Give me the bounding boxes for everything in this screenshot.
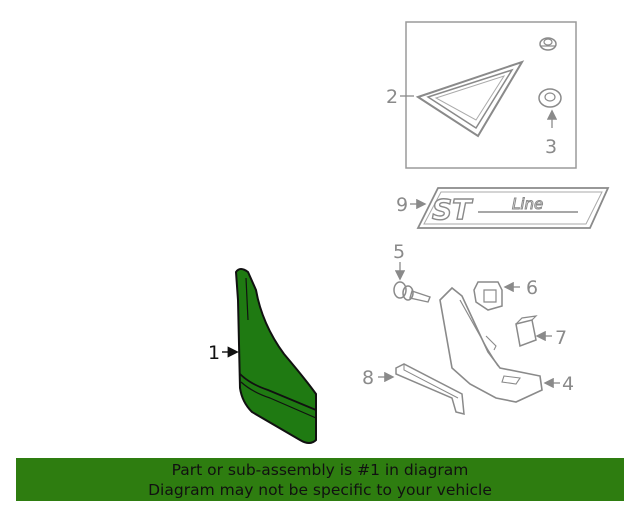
part-7-clip <box>515 315 538 348</box>
callout-5: 5 <box>393 241 405 263</box>
mud-flap-body <box>234 268 317 444</box>
part-5-screw <box>393 281 431 303</box>
callout-3: 3 <box>545 136 557 158</box>
part-1-mud-flap <box>234 268 317 444</box>
badge-line-text: Line <box>512 195 543 213</box>
part-3-clip-upper <box>539 37 557 51</box>
callout-2: 2 <box>386 86 398 108</box>
callout-7: 7 <box>555 327 567 349</box>
parts-diagram: 2 3 ST Line 9 5 6 7 4 <box>208 21 610 444</box>
banner-line-2: Diagram may not be specific to your vehi… <box>148 481 492 499</box>
part-3-clip-lower <box>538 88 562 108</box>
part-4-bracket <box>439 286 543 403</box>
banner-line-1: Part or sub-assembly is #1 in diagram <box>171 461 469 479</box>
inset-box <box>400 21 577 169</box>
callout-4: 4 <box>562 373 574 395</box>
callout-9: 9 <box>396 194 408 216</box>
info-banner: Part or sub-assembly is #1 in diagram Di… <box>16 458 624 501</box>
part-2-triangle-trim <box>415 60 525 138</box>
callout-6: 6 <box>526 277 538 299</box>
part-9-st-line-badge: ST Line <box>416 187 610 229</box>
callout-1: 1 <box>208 342 220 364</box>
callout-8: 8 <box>362 367 374 389</box>
badge-st-text: ST <box>432 193 473 226</box>
part-6-clip <box>473 281 503 311</box>
part-8-trim-strip <box>395 363 465 415</box>
